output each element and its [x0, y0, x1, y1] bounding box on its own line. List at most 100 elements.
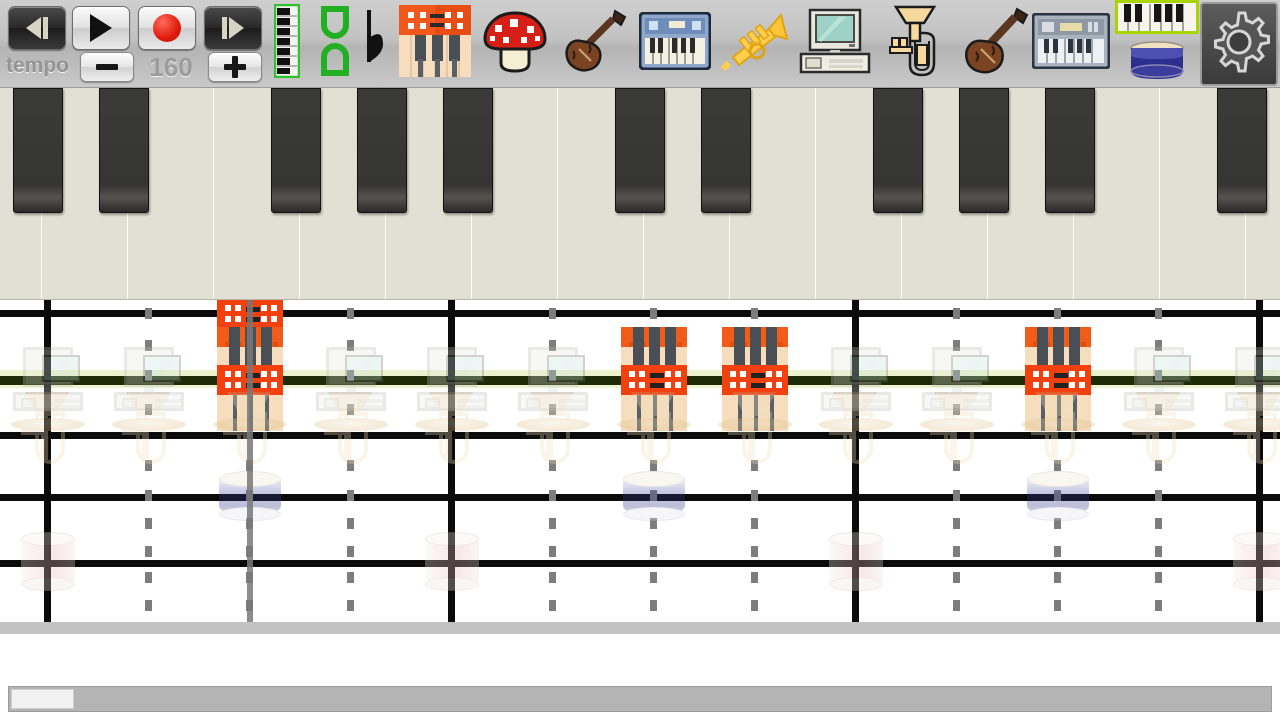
organ-icon — [1031, 12, 1111, 74]
note-computer[interactable] — [821, 347, 891, 411]
beat-tick — [549, 460, 556, 471]
piano-black-key[interactable] — [873, 88, 923, 213]
forward-icon — [229, 17, 244, 39]
beat-tick — [953, 518, 960, 529]
beat-tick — [549, 404, 556, 415]
piano-black-key[interactable] — [1217, 88, 1267, 213]
tool-drum-kit[interactable] — [1112, 0, 1202, 82]
beat-tick — [953, 490, 960, 501]
synth-keyboard-icon — [399, 4, 471, 82]
note-computer[interactable] — [922, 347, 992, 411]
beat-tick — [347, 370, 354, 381]
note-tuba[interactable] — [617, 392, 691, 478]
note-computer[interactable] — [1124, 347, 1194, 411]
note-computer[interactable] — [13, 347, 83, 411]
beat-tick — [347, 518, 354, 529]
beat-tick — [1054, 600, 1061, 611]
piano-keyboard[interactable] — [0, 88, 1280, 300]
note-tuba[interactable] — [718, 392, 792, 478]
note-tuba[interactable] — [1122, 392, 1196, 478]
scrollbar-thumb[interactable] — [11, 689, 74, 709]
note-synth[interactable] — [1025, 327, 1091, 431]
note-computer[interactable] — [518, 347, 588, 411]
playhead[interactable] — [247, 300, 253, 622]
note-cylinder[interactable] — [829, 532, 883, 594]
piano-black-key[interactable] — [13, 88, 63, 213]
tool-mushroom[interactable] — [476, 4, 554, 82]
tool-loop[interactable] — [312, 4, 360, 82]
keyboard-icon — [638, 11, 712, 75]
grid-bottom-edge — [0, 622, 1280, 634]
tuba-icon — [884, 5, 946, 82]
note-tuba[interactable] — [11, 392, 85, 478]
beat-tick — [1155, 308, 1162, 319]
beat-tick — [1054, 546, 1061, 557]
beat-tick — [145, 572, 152, 583]
piano-black-key[interactable] — [701, 88, 751, 213]
note-tuba[interactable] — [516, 392, 590, 478]
tool-violin[interactable] — [556, 4, 634, 82]
beat-tick — [751, 572, 758, 583]
note-tuba[interactable] — [1021, 392, 1095, 478]
beat-tick — [1054, 572, 1061, 583]
tool-trumpet[interactable] — [716, 4, 794, 82]
piano-black-key[interactable] — [271, 88, 321, 213]
beat-tick — [1155, 518, 1162, 529]
beat-tick — [549, 490, 556, 501]
beat-tick — [650, 308, 657, 319]
settings-gear-icon — [1206, 9, 1272, 80]
beat-tick — [1054, 308, 1061, 319]
tool-piano-roll[interactable] — [272, 3, 302, 82]
note-tuba[interactable] — [314, 392, 388, 478]
beat-tick — [549, 546, 556, 557]
piano-black-key[interactable] — [99, 88, 149, 213]
note-tuba[interactable] — [415, 392, 489, 478]
tool-tuba[interactable] — [876, 4, 954, 82]
tool-settings[interactable] — [1200, 2, 1278, 86]
minus-icon — [96, 64, 118, 70]
beat-tick — [1155, 460, 1162, 471]
note-drum[interactable] — [1027, 471, 1089, 523]
beat-tick — [953, 572, 960, 583]
note-cylinder[interactable] — [1233, 532, 1280, 594]
tool-computer[interactable] — [796, 4, 874, 82]
piano-black-key[interactable] — [443, 88, 493, 213]
note-cylinder[interactable] — [425, 532, 479, 594]
piano-black-key[interactable] — [615, 88, 665, 213]
piano-black-key[interactable] — [357, 88, 407, 213]
note-drum[interactable] — [623, 471, 685, 523]
beat-tick — [1155, 572, 1162, 583]
cello-icon — [959, 5, 1031, 82]
note-synth[interactable] — [722, 327, 788, 431]
tool-cello[interactable] — [956, 4, 1034, 82]
tool-keyboard[interactable] — [636, 4, 714, 82]
beat-tick — [1155, 370, 1162, 381]
violin-icon — [559, 5, 631, 82]
note-tuba[interactable] — [112, 392, 186, 478]
note-computer[interactable] — [417, 347, 487, 411]
piano-black-key[interactable] — [1045, 88, 1095, 213]
note-computer[interactable] — [114, 347, 184, 411]
beat-tick — [347, 460, 354, 471]
play-button[interactable] — [72, 6, 130, 50]
note-computer[interactable] — [1225, 347, 1280, 411]
piano-black-key[interactable] — [959, 88, 1009, 213]
note-tuba[interactable] — [920, 392, 994, 478]
record-button[interactable] — [138, 6, 196, 50]
beat-tick — [145, 600, 152, 611]
note-cylinder[interactable] — [21, 532, 75, 594]
beat-tick — [751, 490, 758, 501]
note-grid[interactable] — [0, 300, 1280, 622]
tempo-increase-button[interactable] — [208, 52, 262, 82]
tool-organ[interactable] — [1031, 4, 1111, 82]
tool-synth[interactable] — [396, 4, 474, 82]
forward-button[interactable] — [204, 6, 262, 50]
tempo-decrease-button[interactable] — [80, 52, 134, 82]
rewind-button[interactable] — [8, 6, 66, 50]
beat-tick — [1054, 460, 1061, 471]
note-tuba[interactable] — [1223, 392, 1280, 478]
note-computer[interactable] — [316, 347, 386, 411]
horizontal-scrollbar[interactable] — [8, 686, 1272, 712]
tool-flat[interactable] — [356, 4, 396, 82]
note-tuba[interactable] — [819, 392, 893, 478]
